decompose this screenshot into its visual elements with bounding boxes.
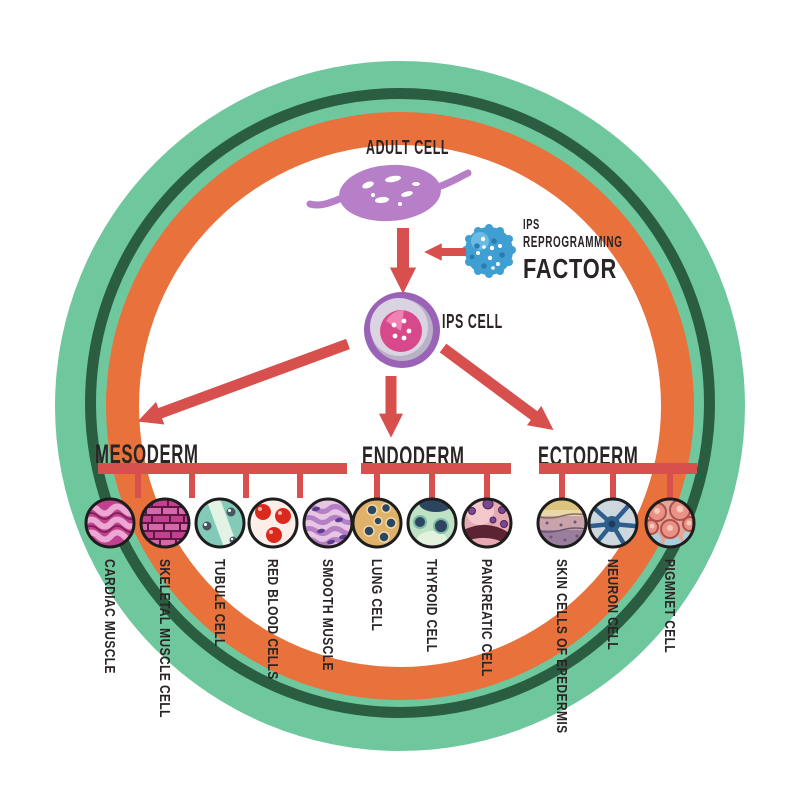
pancreatic-cell-icon	[461, 497, 513, 549]
adult-cell-label: ADULT CELL	[366, 137, 450, 159]
reprogramming-factor-label-line1: IPS	[523, 216, 540, 233]
dark-green-ring	[85, 88, 715, 718]
cell-label-skeletal-muscle: SKELETAL MUSCLE CELL	[156, 559, 173, 718]
mesoderm-tick	[243, 474, 249, 498]
red-blood-cells-icon	[247, 497, 299, 549]
cell-label-skin-cells: SKIN CELLS OF EPEDERMIS	[553, 559, 570, 734]
ectoderm-tick	[559, 474, 565, 498]
endoderm-bar	[361, 463, 511, 474]
cell-label-neuron-cell: NEURON CELL	[604, 559, 621, 651]
cell-label-smooth-muscle: SMOOTH MUSCLE	[319, 559, 336, 671]
ips-cell-label: IPS CELL	[442, 311, 503, 333]
pigment-cell-icon	[644, 497, 696, 549]
mesoderm-tick	[135, 474, 141, 498]
cell-label-lung-cell: LUNG CELL	[368, 559, 385, 632]
ectoderm-bar	[539, 463, 697, 474]
cell-label-red-blood-cells: RED BLOOD CELLS	[264, 559, 281, 680]
cell-label-tubule-cell: TUBULE CELL	[211, 559, 228, 647]
thyroid-cell-icon	[406, 497, 458, 549]
skin-cells-icon	[536, 497, 588, 549]
adult-cell-illustration	[306, 164, 472, 222]
endoderm-tick	[374, 474, 380, 498]
mesoderm-tick	[189, 474, 195, 498]
flow-arrows	[137, 228, 554, 438]
cell-label-pigment-cell: PIGMNET CELL	[661, 559, 678, 654]
arrow-ips-to-mesoderm	[137, 338, 350, 425]
mesoderm-bar	[98, 463, 347, 474]
ectoderm-tick	[667, 474, 673, 498]
ectoderm-tick	[610, 474, 616, 498]
skeletal-muscle-icon	[139, 497, 191, 549]
cell-label-cardiac-muscle: CARDIAC MUSCLE	[101, 559, 118, 674]
cardiac-muscle-icon	[84, 497, 136, 549]
arrow-ips-to-ectoderm	[439, 343, 554, 430]
smooth-muscle-icon	[302, 497, 354, 549]
mesoderm-tick	[297, 474, 303, 498]
reprogramming-factor-label-line3: FACTOR	[523, 253, 618, 284]
endoderm-tick	[429, 474, 435, 498]
lung-cell-icon	[351, 497, 403, 549]
reprogramming-factor-icon	[462, 224, 516, 278]
ips-cell-illustration	[364, 292, 440, 368]
neuron-cell-icon	[587, 497, 639, 549]
cell-label-pancreatic-cell: PANCREATIC CELL	[478, 559, 495, 677]
tubule-cell-icon	[194, 497, 246, 549]
endoderm-tick	[484, 474, 490, 498]
cell-label-thyroid-cell: THYROID CELL	[423, 559, 440, 653]
reprogramming-factor-label-line2: REPROGRAMMING	[523, 234, 623, 251]
